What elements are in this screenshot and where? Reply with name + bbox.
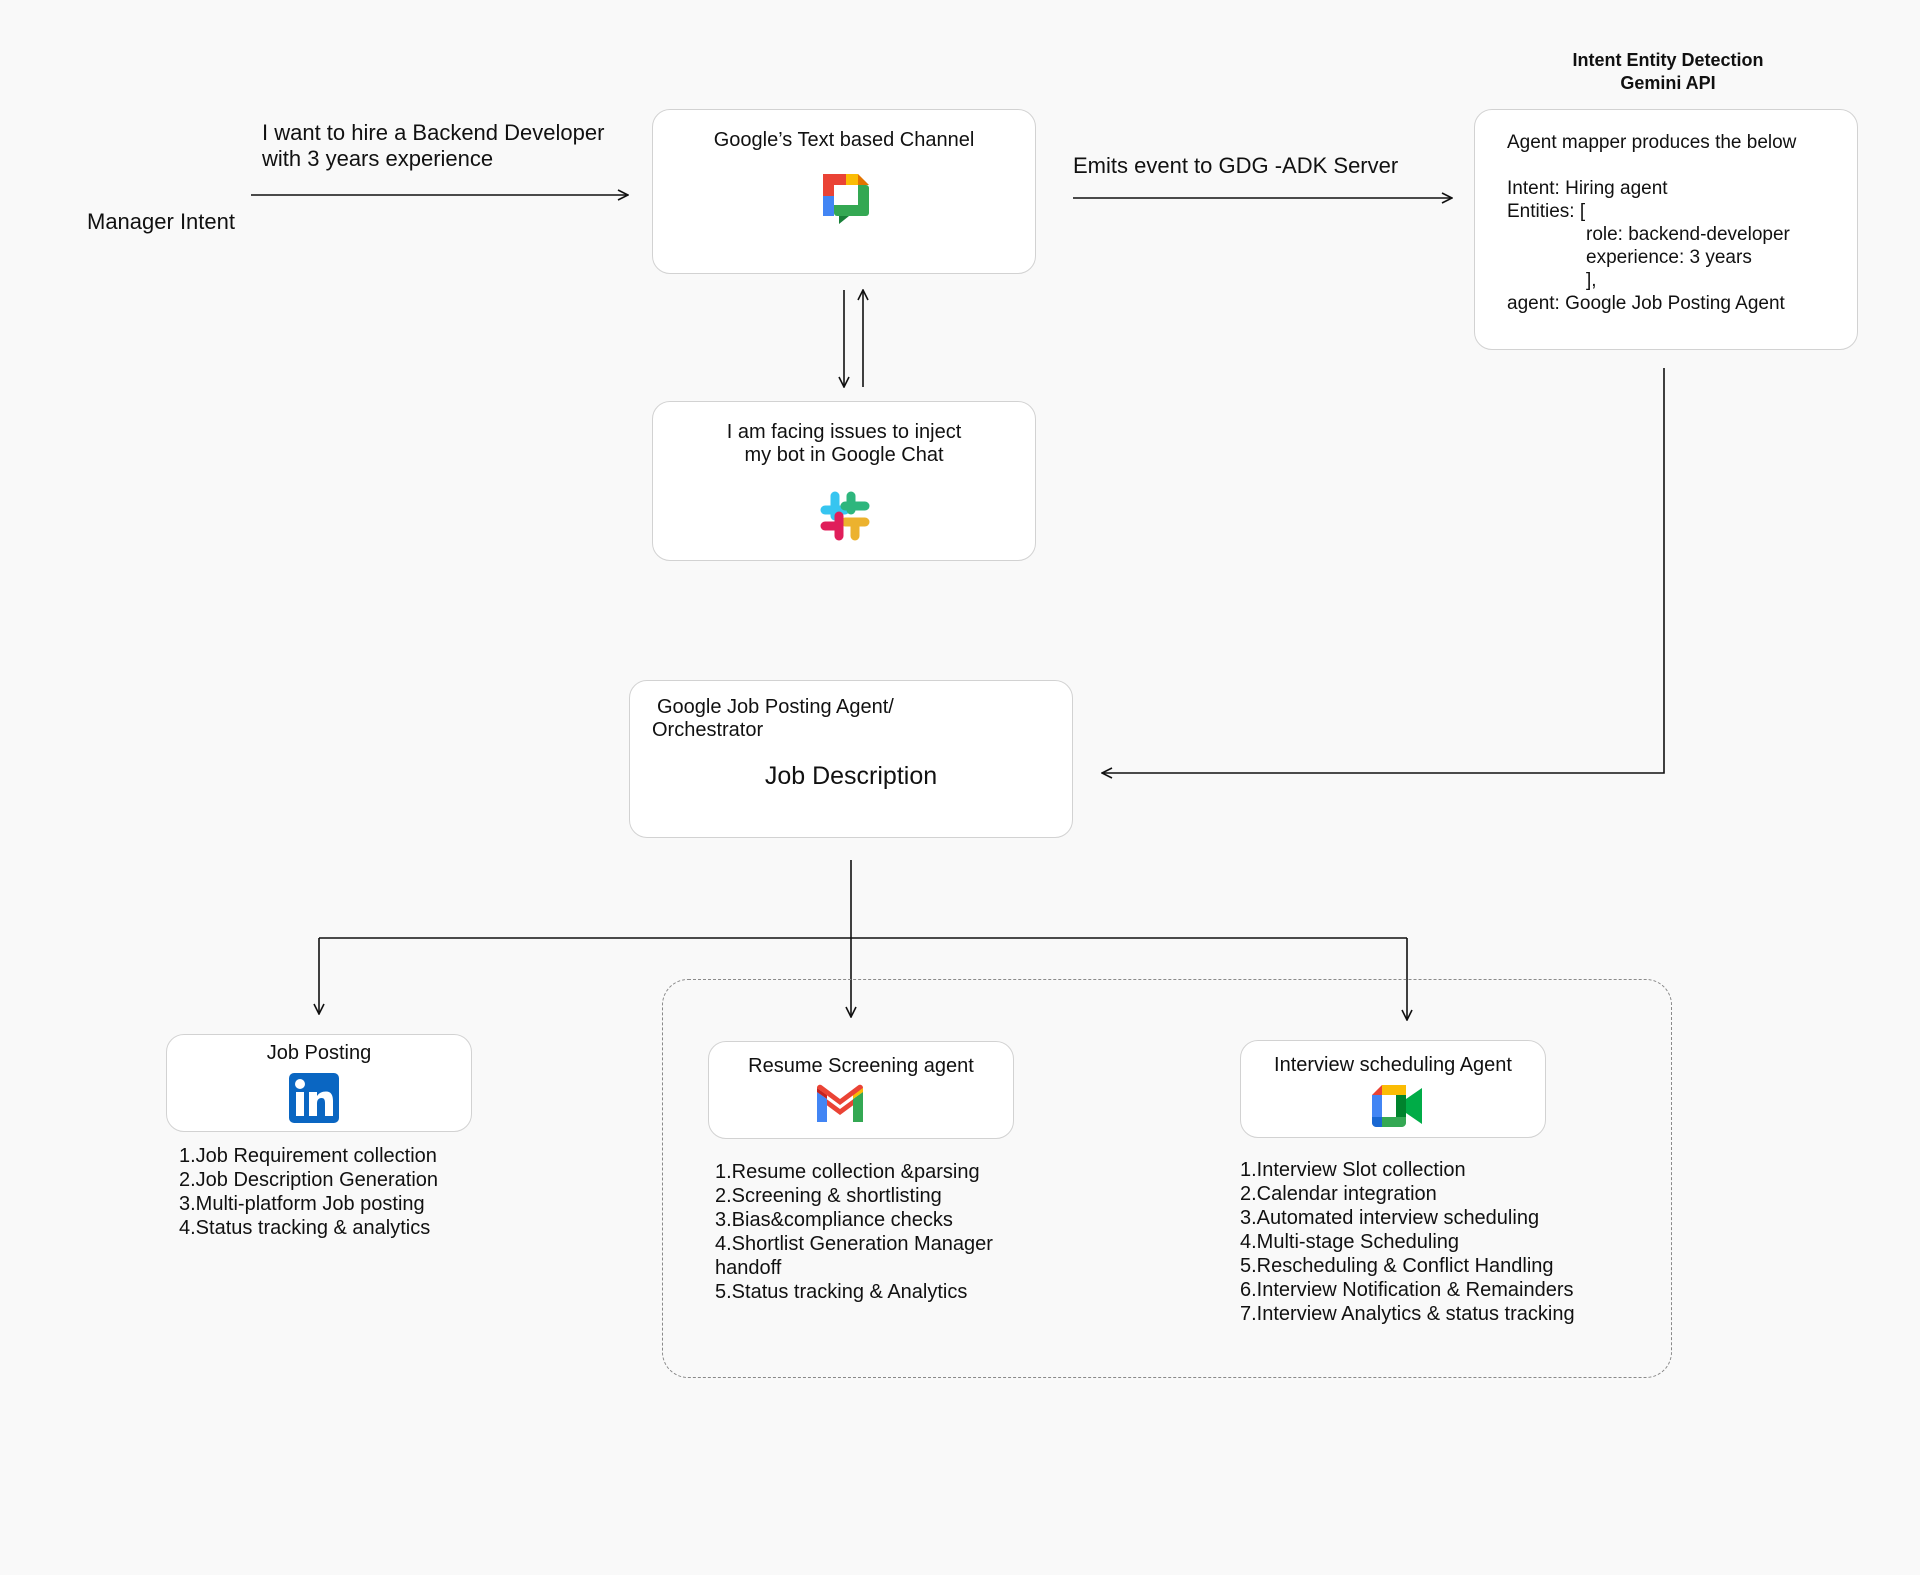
list-item: 3.Automated interview scheduling (1240, 1207, 1540, 1229)
list-item: 3.Multi-platform Job posting (179, 1193, 425, 1215)
list-item: 3.Bias&compliance checks (715, 1209, 953, 1231)
interview-scheduling-title: Interview scheduling Agent (1274, 1054, 1512, 1076)
list-item: 4.Shortlist Generation Manager (715, 1233, 993, 1255)
manager-intent-label: Manager Intent (87, 209, 235, 234)
orchestrator-box: Google Job Posting Agent/ Orchestrator J… (629, 680, 1073, 838)
list-item: 6.Interview Notification & Remainders (1240, 1279, 1574, 1301)
channel-box: Google’s Text based Channel (652, 109, 1036, 274)
interview-scheduling-box: Interview scheduling Agent (1240, 1040, 1546, 1138)
detection-title-line1: Intent Entity Detection (1572, 50, 1764, 70)
resume-screening-box: Resume Screening agent (708, 1041, 1014, 1139)
interview-scheduling-list: 1.Interview Slot collection 2.Calendar i… (1240, 1158, 1575, 1326)
orchestrator-title-line2: Orchestrator (652, 719, 764, 741)
slack-icon (820, 491, 870, 541)
detection-box: Agent mapper produces the below Intent: … (1474, 109, 1858, 350)
detection-role: role: backend-developer (1586, 224, 1790, 245)
manager-message-line1: I want to hire a Backend Developer (262, 120, 605, 145)
job-posting-box: Job Posting (166, 1034, 472, 1132)
job-posting-title: Job Posting (266, 1042, 372, 1064)
list-item: 4.Multi-stage Scheduling (1240, 1231, 1460, 1253)
list-item: 5.Status tracking & Analytics (715, 1281, 968, 1303)
list-item: 7.Interview Analytics & status tracking (1240, 1303, 1575, 1325)
resume-screening-title: Resume Screening agent (748, 1055, 974, 1077)
emit-event-label: Emits event to GDG -ADK Server (1073, 153, 1399, 178)
detection-entities-close: ], (1586, 270, 1597, 291)
orchestrator-title-line1: Google Job Posting Agent/ (657, 696, 894, 718)
list-item: 2.Calendar integration (1240, 1183, 1437, 1205)
agent-group-dashed (662, 979, 1672, 1378)
list-item: 1.Interview Slot collection (1240, 1159, 1466, 1181)
orchestrator-main-label: Job Description (764, 762, 938, 790)
job-posting-list: 1.Job Requirement collection 2.Job Descr… (179, 1144, 438, 1240)
list-item: 2.Job Description Generation (179, 1169, 439, 1191)
issue-line1: I am facing issues to inject (726, 421, 962, 443)
linkedin-icon (289, 1073, 339, 1123)
google-chat-icon (823, 174, 869, 224)
detection-agent: agent: Google Job Posting Agent (1507, 293, 1785, 314)
list-item: 2.Screening & shortlisting (715, 1185, 942, 1207)
detection-header: Agent mapper produces the below (1507, 132, 1797, 153)
resume-screening-list: 1.Resume collection &parsing 2.Screening… (715, 1160, 993, 1304)
detection-entities-open: Entities: [ (1507, 201, 1586, 222)
list-item: 1.Job Requirement collection (179, 1145, 437, 1167)
detection-title-line2: Gemini API (1620, 73, 1716, 93)
arrow-detection-to-orchestrator (1102, 368, 1665, 773)
detection-intent: Intent: Hiring agent (1507, 178, 1668, 199)
list-item: 1.Resume collection &parsing (715, 1161, 980, 1183)
issue-box: I am facing issues to inject my bot in G… (652, 401, 1036, 561)
gmail-icon (817, 1084, 863, 1122)
channel-title: Google’s Text based Channel (713, 129, 975, 151)
detection-experience: experience: 3 years (1586, 247, 1752, 268)
list-item: 4.Status tracking & analytics (179, 1217, 431, 1239)
google-meet-icon (1372, 1085, 1422, 1127)
issue-line2: my bot in Google Chat (744, 444, 944, 466)
list-item: 5.Rescheduling & Conflict Handling (1240, 1255, 1554, 1277)
list-item: handoff (715, 1257, 782, 1279)
manager-message-line2: with 3 years experience (262, 146, 494, 171)
